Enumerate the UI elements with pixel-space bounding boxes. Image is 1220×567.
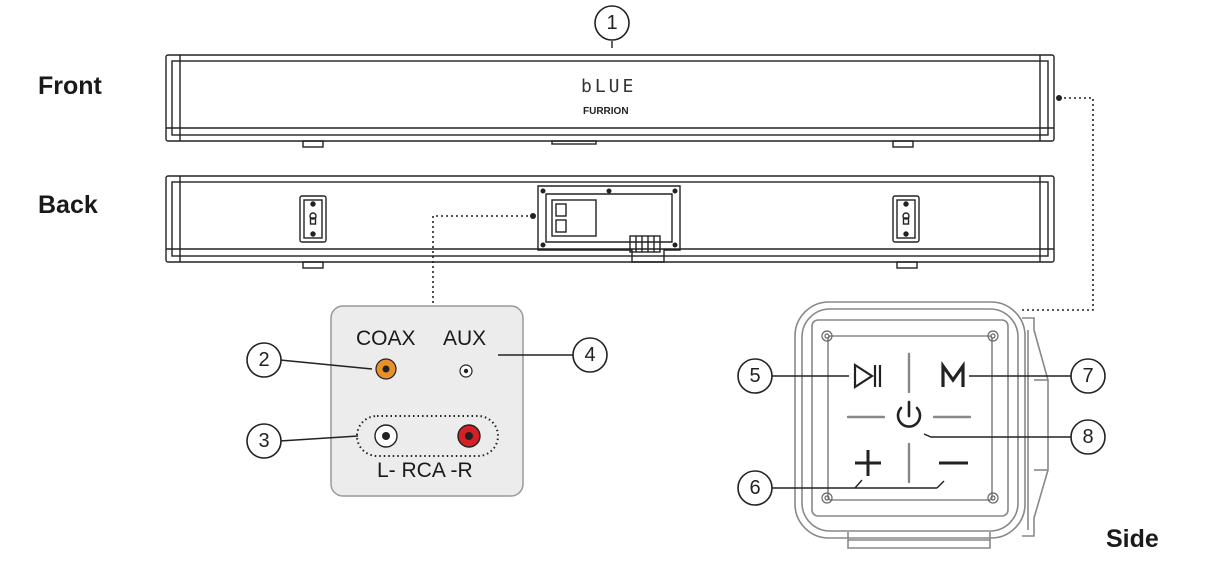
back-connector-panel — [537, 185, 681, 263]
panel-screws — [821, 330, 999, 504]
dotted-leader-lines — [432, 97, 1094, 311]
callout-leaders — [279, 41, 1071, 489]
back-view-label: Back — [38, 191, 98, 219]
side-view-label: Side — [1106, 525, 1159, 553]
callout-6: 6 — [749, 477, 761, 499]
callout-circles — [246, 5, 1106, 506]
mode-icon — [941, 361, 965, 387]
front-soundbar — [165, 54, 1055, 148]
callout-7: 7 — [1082, 365, 1094, 387]
aux-label: AUX — [443, 327, 487, 350]
wall-mount-left — [299, 195, 327, 243]
rca-label: L- RCA -R — [377, 459, 473, 482]
rca-right-jack — [457, 424, 481, 448]
coax-label: COAX — [356, 327, 416, 350]
brand-logo: FURRION — [583, 106, 629, 117]
front-display-text: bLUE — [581, 76, 637, 97]
play-pause-icon — [853, 362, 882, 390]
volume-up-icon — [855, 450, 881, 476]
callout-1: 1 — [606, 12, 618, 34]
callout-3: 3 — [258, 430, 270, 452]
power-icon — [896, 400, 922, 428]
callout-8: 8 — [1082, 426, 1094, 448]
rca-group-outline — [356, 415, 499, 457]
port-inset-panel — [330, 305, 524, 497]
side-control-panel — [794, 301, 1049, 549]
rca-left-jack — [374, 424, 398, 448]
wall-mount-right — [892, 195, 920, 243]
callout-4: 4 — [584, 344, 596, 366]
callout-5: 5 — [749, 365, 761, 387]
callout-2: 2 — [258, 349, 270, 371]
back-soundbar — [165, 175, 1055, 269]
coax-jack — [375, 358, 397, 380]
front-view-label: Front — [38, 72, 102, 100]
aux-jack — [459, 364, 473, 378]
